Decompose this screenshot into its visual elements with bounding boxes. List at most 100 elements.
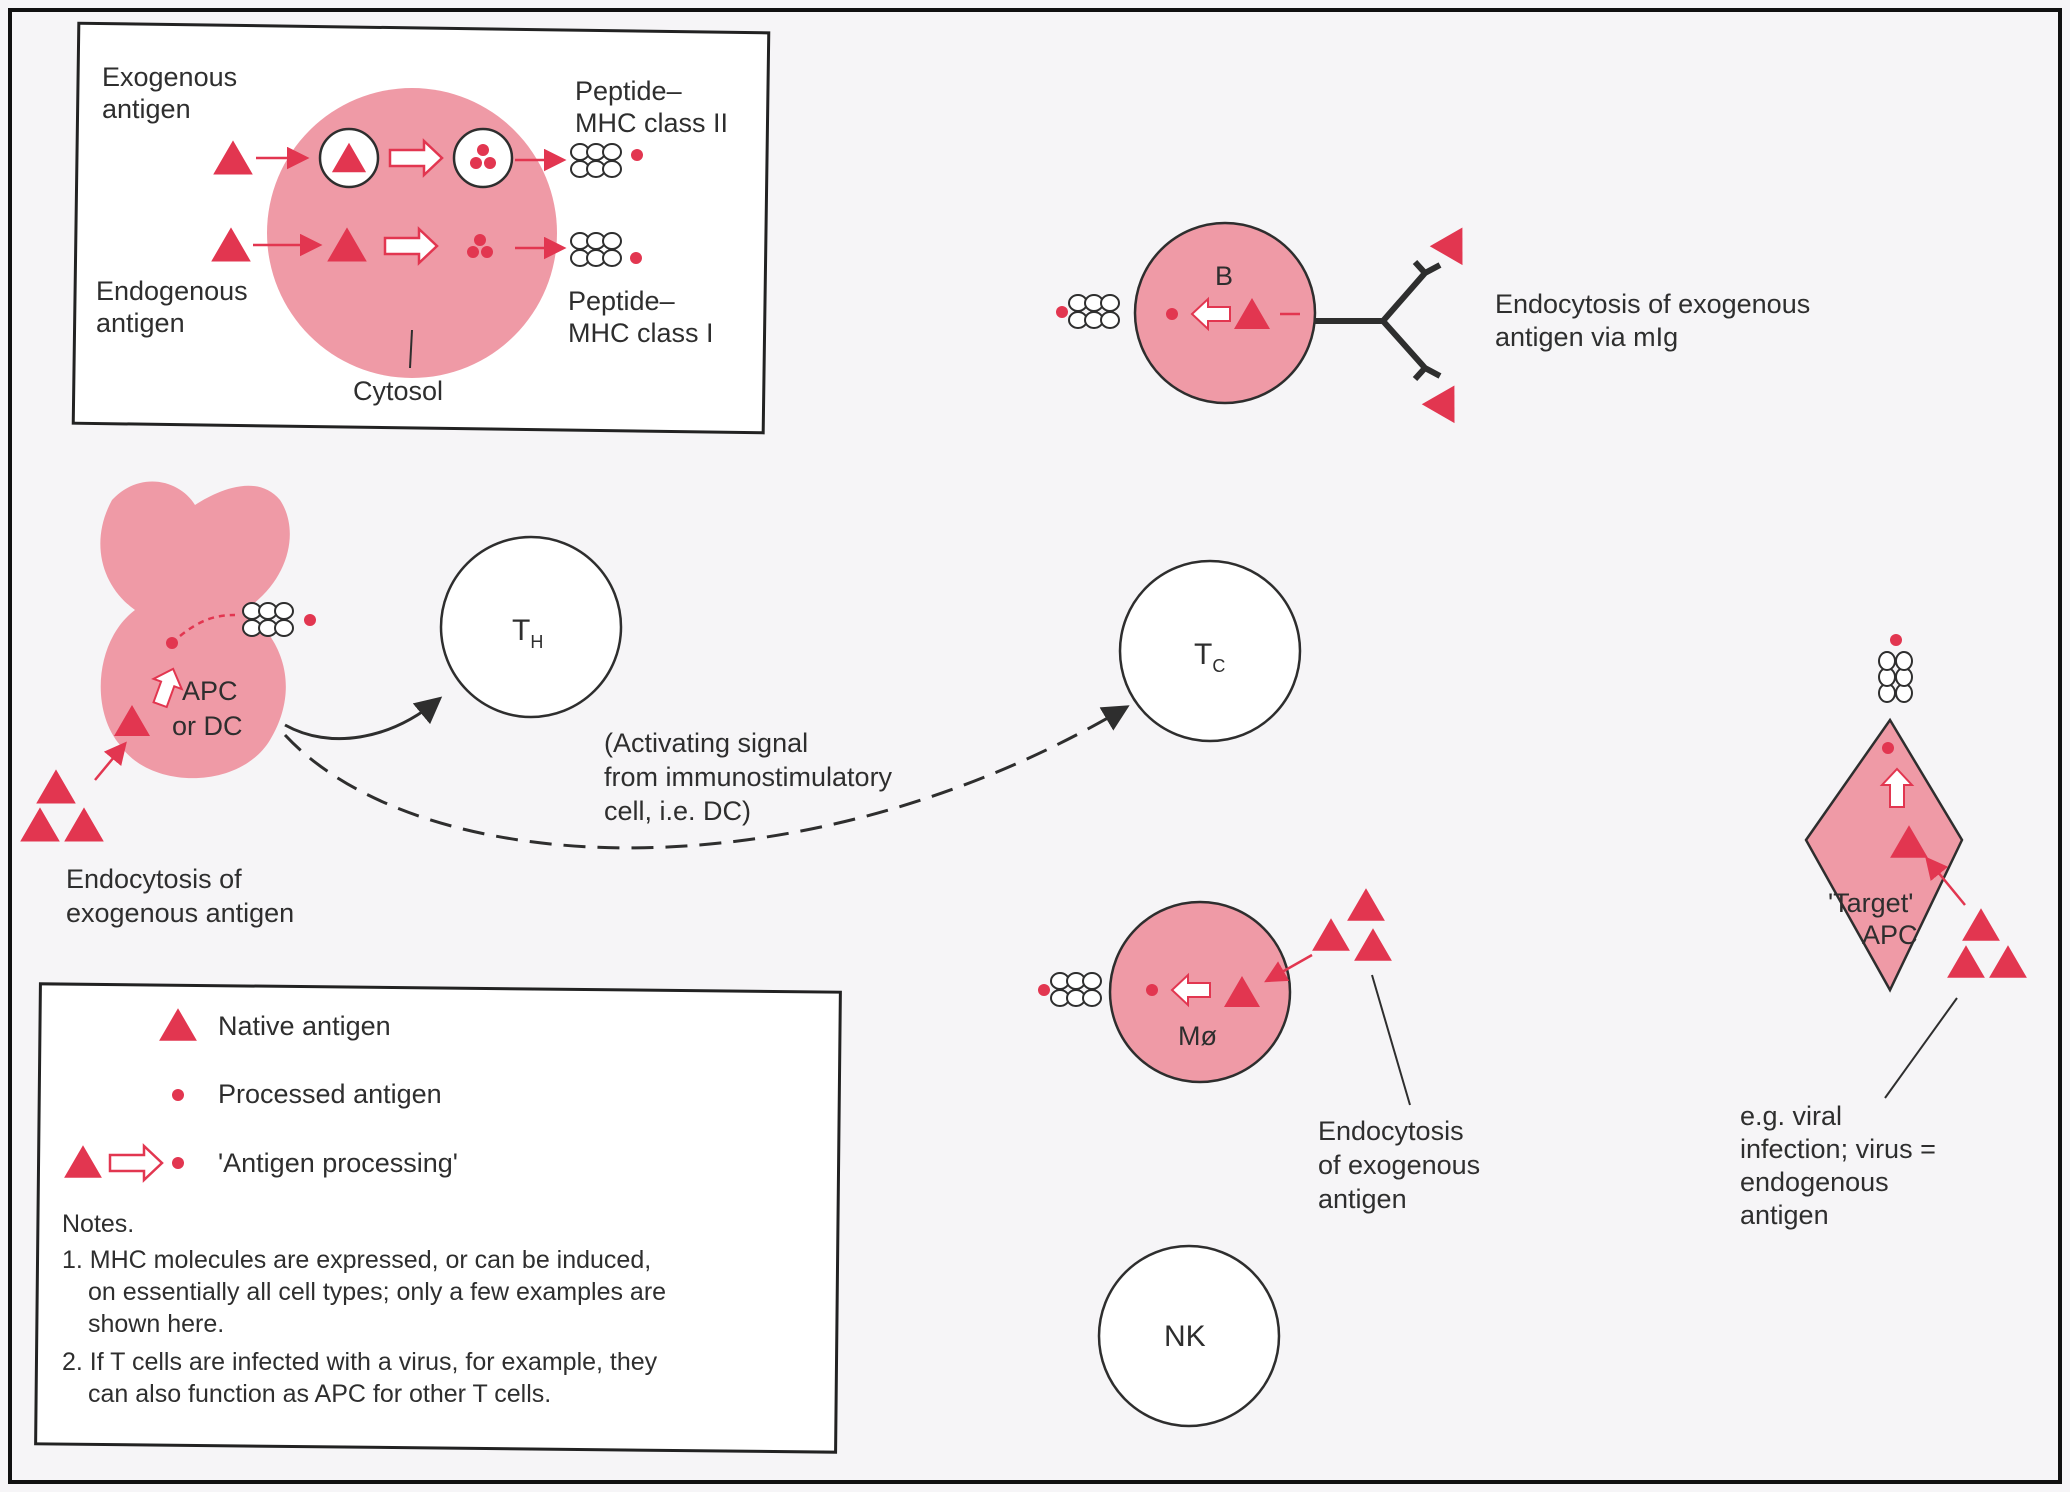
b-caption-2: antigen via mIg	[1495, 322, 1678, 352]
membrane-ig-icon	[1315, 259, 1442, 382]
peptide-icon	[470, 157, 482, 169]
endogenous-label-1: Endogenous	[96, 276, 248, 306]
notes-title: Notes.	[62, 1210, 134, 1238]
exogenous-label-2: antigen	[102, 94, 191, 124]
b-cell-label: B	[1215, 261, 1233, 291]
apc-label-2: or DC	[172, 711, 243, 741]
peptide-icon	[1056, 306, 1068, 318]
peptide-icon	[484, 157, 496, 169]
class1-label-2: MHC class I	[568, 318, 714, 348]
viral-caption-3: endogenous	[1740, 1167, 1889, 1197]
tc-cell	[1118, 559, 1302, 743]
arrow-icon	[1264, 953, 1313, 983]
cytosol-label: Cytosol	[353, 376, 443, 406]
legend-native: Native antigen	[218, 1011, 391, 1041]
peptide-icon	[166, 637, 178, 649]
mhc-class1-icon	[570, 232, 622, 267]
mphi-caption-2: of exogenous	[1318, 1150, 1480, 1180]
processing-arrow-icon	[1190, 296, 1231, 332]
peptide-icon	[1882, 742, 1894, 754]
mhc-class2-icon	[570, 143, 622, 178]
th-cell-group: TH	[439, 535, 623, 719]
apc-to-th-arrow	[284, 696, 443, 741]
endogenous-label-2: antigen	[96, 308, 185, 338]
mhc-class2-icon	[1068, 294, 1120, 329]
nk-cell-label: NK	[1164, 1320, 1206, 1353]
peptide-icon	[474, 234, 486, 246]
viral-caption-4: antigen	[1740, 1200, 1829, 1230]
note2-line2: can also function as APC for other T cel…	[88, 1380, 551, 1408]
class1-label-1: Peptide–	[568, 286, 675, 316]
page-frame	[8, 8, 2062, 1484]
inset-panel: Exogenous antigen Endogenous antigen Pep…	[71, 21, 771, 435]
b-cell-group: B Endocytosis of exogenous antigen via m…	[1056, 218, 1810, 424]
caption-pointer	[1371, 974, 1411, 1106]
note1-line1: 1. MHC molecules are expressed, or can b…	[62, 1246, 651, 1274]
apc-caption-1: Endocytosis of	[66, 864, 242, 894]
class2-label-1: Peptide–	[575, 76, 682, 106]
signal-caption-2: from immunostimulatory	[604, 762, 893, 792]
target-label-2: APC	[1862, 920, 1918, 950]
peptide-icon	[467, 246, 479, 258]
note1-line3: shown here.	[88, 1310, 224, 1338]
processing-arrow-icon	[151, 667, 184, 709]
arrow-icon	[1925, 856, 1966, 906]
mphi-caption-1: Endocytosis	[1318, 1116, 1464, 1146]
target-apc-group: 'Target' APC e.g. viral infection; virus…	[1740, 634, 2027, 1230]
processing-arrow-icon	[383, 226, 439, 266]
nk-cell	[1097, 1244, 1281, 1428]
apc-label-1: APC	[182, 676, 238, 706]
peptide-icon	[481, 246, 493, 258]
signal-caption-3: cell, i.e. DC)	[604, 796, 751, 826]
class2-label-2: MHC class II	[575, 108, 728, 138]
mhc-class2-icon	[242, 602, 294, 637]
nk-cell-group: NK	[1097, 1244, 1281, 1428]
macrophage-label: Mø	[1178, 1021, 1217, 1051]
peptide-icon	[1038, 984, 1050, 996]
macrophage-group: Mø Endocytosis of exogenous antigen	[1038, 888, 1480, 1214]
tc-cell-group: TC	[1118, 559, 1302, 743]
caption-pointer	[1884, 997, 1958, 1099]
b-caption-1: Endocytosis of exogenous	[1495, 289, 1810, 319]
note1-line2: on essentially all cell types; only a fe…	[88, 1278, 666, 1306]
peptide-icon	[172, 1157, 184, 1169]
peptide-icon	[1146, 984, 1158, 996]
processing-arrow-icon	[108, 1143, 164, 1183]
target-label-1: 'Target'	[1828, 888, 1913, 918]
peptide-icon	[631, 149, 643, 161]
peptide-icon	[1890, 634, 1902, 646]
peptide-icon	[304, 614, 316, 626]
note2-line1: 2. If T cells are infected with a virus,…	[62, 1348, 658, 1376]
viral-caption-2: infection; virus =	[1740, 1134, 1936, 1164]
cytosol-pointer	[409, 329, 413, 369]
processing-arrow-icon	[1879, 767, 1915, 808]
processing-arrow-icon	[388, 138, 444, 178]
peptide-icon	[1166, 308, 1178, 320]
viral-caption-1: e.g. viral	[1740, 1101, 1842, 1131]
target-apc-cell	[1804, 717, 1964, 993]
endosome-icon	[452, 127, 514, 189]
mhc-class1-icon	[1878, 651, 1913, 703]
transport-path	[179, 613, 236, 637]
apc-to-tc-arrow	[283, 705, 1130, 850]
arrow-icon	[94, 741, 127, 781]
exogenous-label-1: Exogenous	[102, 62, 237, 92]
apc-caption-2: exogenous antigen	[66, 898, 294, 928]
legend-panel: Native antigen Processed antigen 'Antige…	[34, 982, 842, 1454]
signal-caption-1: (Activating signal	[604, 728, 808, 758]
th-cell-label: TH	[512, 614, 543, 652]
processing-arrow-icon	[1170, 972, 1211, 1008]
th-cell	[439, 535, 623, 719]
peptide-icon	[172, 1089, 184, 1101]
peptide-icon	[630, 252, 642, 264]
tc-cell-label: TC	[1194, 638, 1225, 676]
apc-cell	[100, 481, 290, 779]
legend-processing: 'Antigen processing'	[218, 1148, 458, 1178]
legend-processed: Processed antigen	[218, 1079, 442, 1109]
mphi-caption-3: antigen	[1318, 1184, 1407, 1214]
mhc-class2-icon	[1050, 972, 1102, 1007]
apc-group: APC or DC Endocytosis of exogenous antig…	[20, 481, 316, 928]
peptide-icon	[477, 144, 489, 156]
